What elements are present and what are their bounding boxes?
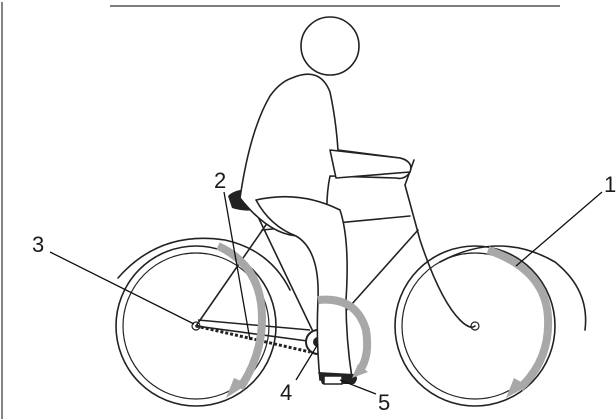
leader-4 <box>295 343 319 381</box>
leader-1 <box>515 191 603 267</box>
rider-arm <box>329 149 412 179</box>
front-fender <box>439 245 587 331</box>
rider-torso <box>239 73 412 237</box>
chain <box>195 324 311 354</box>
rider <box>239 16 412 384</box>
leader-2 <box>223 191 251 341</box>
leader-3 <box>49 251 195 325</box>
label-3: 3 <box>32 232 44 257</box>
rear-wheel-rotation-arrow <box>216 242 267 391</box>
label-5: 5 <box>378 390 390 415</box>
pedal <box>323 375 343 385</box>
rear-arrow-head <box>226 378 248 398</box>
label-1: 1 <box>604 172 616 197</box>
pedal-rotation-arrow <box>317 295 372 373</box>
chain-upper <box>197 319 311 331</box>
pedal-arrow-head <box>352 364 368 378</box>
label-4: 4 <box>280 380 292 405</box>
leader-5 <box>339 379 377 395</box>
front-arrow-head <box>506 378 528 398</box>
rider-head <box>300 16 360 76</box>
rear-fender <box>117 237 291 291</box>
label-2: 2 <box>214 168 226 193</box>
front-wheel-rotation-arrow <box>486 246 553 391</box>
